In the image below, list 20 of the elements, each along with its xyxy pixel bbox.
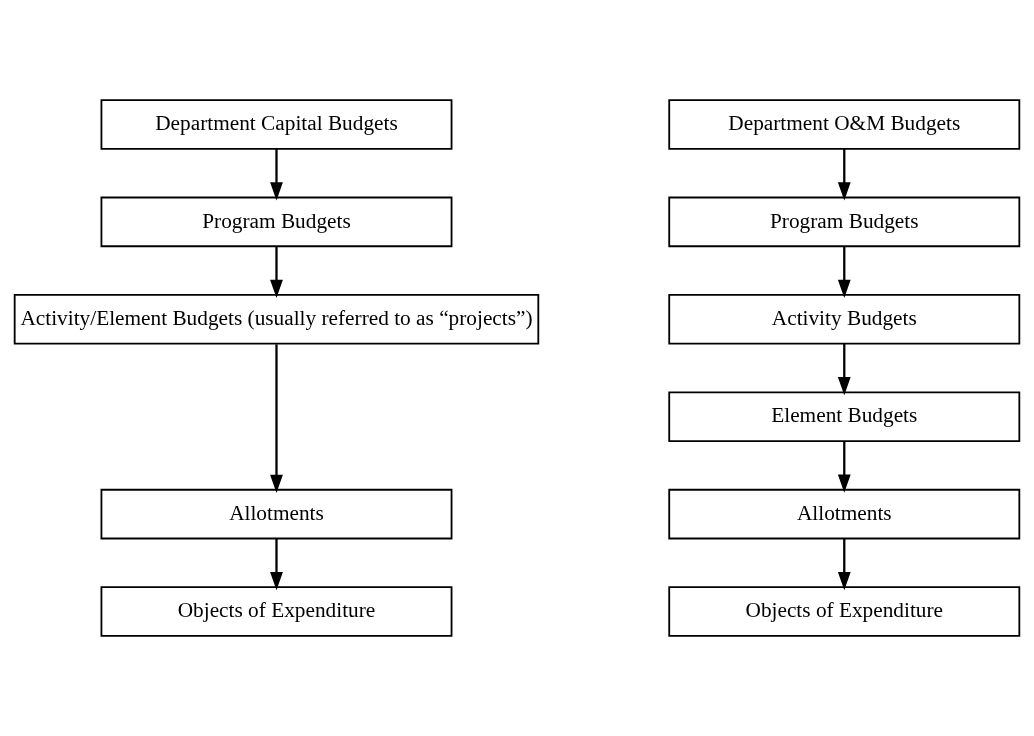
node-box: Activity/Element Budgets (usually referred to as “projects”) (13, 294, 540, 345)
node-box: Department O&M Budgets (668, 99, 1021, 150)
arrow (270, 344, 283, 493)
node-box: Department Capital Budgets (100, 99, 453, 150)
node-box: Program Budgets (100, 196, 453, 248)
arrow (837, 441, 851, 493)
node-box: Program Budgets (668, 196, 1021, 248)
arrow (837, 343, 851, 396)
node-box: Activity Budgets (668, 294, 1021, 345)
node-box: Objects of Expenditure (100, 586, 453, 637)
arrow (837, 148, 851, 201)
node-box: Element Budgets (668, 391, 1021, 442)
node-box: Allotments (668, 488, 1021, 540)
node-box: Objects of Expenditure (668, 586, 1021, 637)
arrow (270, 246, 283, 298)
node-box: Allotments (100, 488, 453, 540)
arrow (837, 246, 851, 298)
arrow (270, 148, 283, 201)
arrow (837, 538, 851, 591)
arrow (270, 538, 283, 591)
